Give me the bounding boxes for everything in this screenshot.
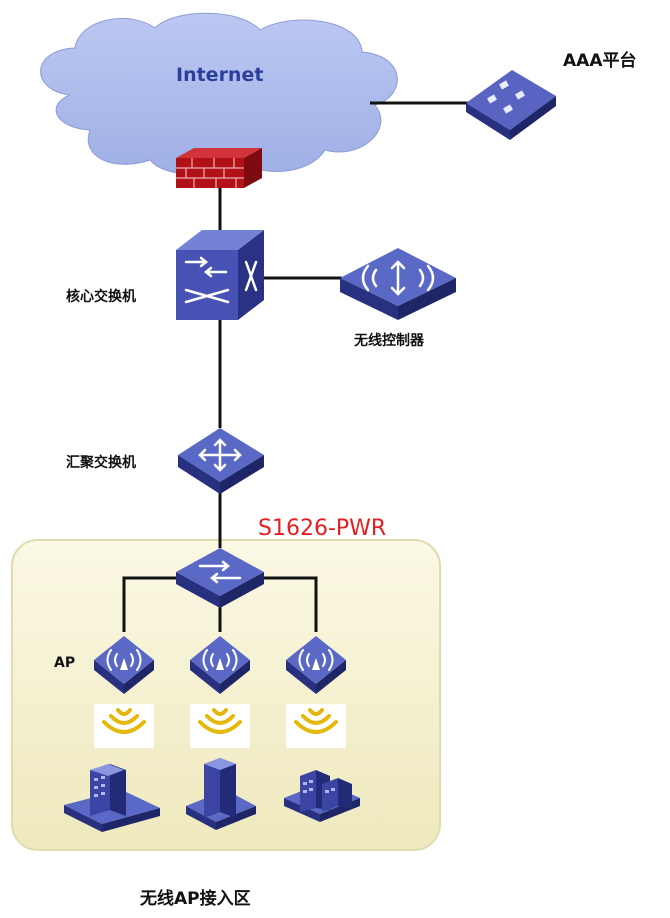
wireless-signal-icon	[190, 704, 250, 748]
access-point-icon	[94, 636, 154, 694]
ap-label: AP	[54, 655, 76, 671]
internet-label: Internet	[176, 64, 264, 86]
building-icon	[284, 770, 360, 822]
wireless-controller-label: 无线控制器	[354, 333, 424, 349]
core-switch-label: 核心交换机	[66, 289, 136, 305]
access-point-icon	[286, 636, 346, 694]
aggregation-switch-label: 汇聚交换机	[66, 455, 136, 471]
aaa-server-icon	[466, 70, 556, 140]
building-icon	[186, 758, 256, 830]
connection-lines	[122, 101, 470, 632]
wireless-controller-icon	[340, 248, 456, 320]
access-point-icon	[190, 636, 250, 694]
aaa-platform-label: AAA平台	[563, 51, 637, 71]
core-switch-icon	[176, 230, 264, 320]
access-switch-model-label: S1626-PWR	[258, 516, 387, 541]
wireless-signal-icon	[286, 704, 346, 748]
wireless-signal-icon	[94, 704, 154, 748]
access-switch-icon	[176, 548, 264, 608]
building-icon	[64, 764, 160, 832]
ap-access-zone-label: 无线AP接入区	[140, 889, 251, 909]
firewall-icon	[176, 148, 262, 188]
aggregation-switch-icon	[178, 428, 264, 494]
